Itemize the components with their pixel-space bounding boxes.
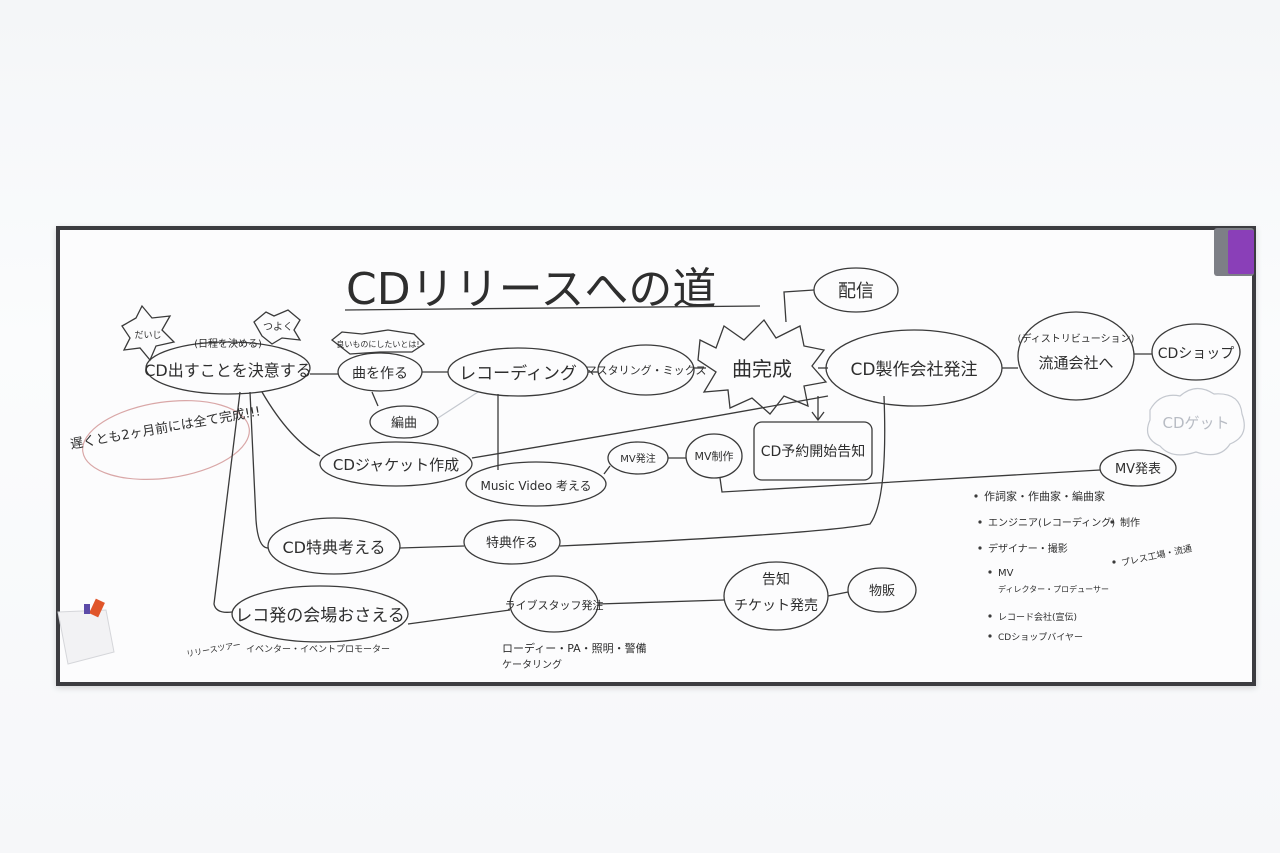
- role-item: MV: [998, 568, 1014, 579]
- node-haishin-label: 配信: [838, 281, 874, 302]
- node-decide-label: CD出すことを決意する: [144, 361, 312, 380]
- node-mv-make: [685, 433, 743, 479]
- node-tokuten: [267, 517, 401, 575]
- node-mv-release-label: MV発表: [1115, 462, 1161, 477]
- node-distribution-label: (ディストリビューション): [1018, 332, 1135, 345]
- node-kansei-label: 曲完成: [732, 357, 792, 381]
- marker-holder-icon: [57, 598, 115, 665]
- node-yoyaku: [753, 421, 873, 481]
- node-jacket: [319, 441, 473, 487]
- role-item: デザイナー・撮影: [988, 542, 1068, 555]
- role-item: 作詞家・作曲家・編曲家: [984, 489, 1105, 503]
- node-tokuten-label: CD特典考える: [282, 538, 385, 557]
- node-tokuten-make-label: 特典作る: [486, 536, 538, 551]
- node-mv-think: [465, 461, 607, 507]
- role-item: ディレクター・プロデューサー: [998, 584, 1109, 594]
- node-shop: [1151, 323, 1241, 381]
- node-mastering: [597, 344, 695, 396]
- node-henkyoku: [369, 405, 439, 439]
- node-bussan: [847, 567, 917, 613]
- node-bussan-label: 物販: [869, 584, 895, 599]
- node-deadline: [82, 399, 250, 481]
- node-venue-sub: イベンター・イベントプロモーター: [246, 644, 390, 655]
- release-side-label: リリースツアー: [186, 640, 242, 658]
- staff-list: ローディー・PA・照明・警備: [502, 641, 647, 655]
- burst-tsuyoku-label: つよく: [263, 321, 293, 333]
- node-kansei: [697, 318, 828, 415]
- node-live-staff-label: ライブスタッフ発注: [505, 598, 604, 612]
- node-mv-make-label: MV制作: [694, 450, 733, 463]
- node-henkyoku-label: 編曲: [391, 415, 417, 431]
- node-get: [1147, 387, 1245, 456]
- node-mv-think-label: Music Video 考える: [480, 479, 591, 493]
- node-yoyaku-label: CD予約開始告知: [761, 443, 866, 460]
- roles-list: 作詞家・作曲家・編曲家 エンジニア(レコーディング) デザイナー・撮影 MV デ…: [974, 489, 1193, 643]
- node-venue: [231, 585, 409, 643]
- catering-label: ケータリング: [502, 658, 562, 671]
- node-kyoku-note: 良いものにしたいとは!: [336, 339, 419, 349]
- role-item: エンジニア(レコーディング): [988, 516, 1115, 529]
- node-mv-release: [1099, 449, 1177, 487]
- node-venue-label: レコ発の会場おさえる: [235, 606, 405, 626]
- node-decide: [145, 341, 311, 395]
- node-jacket-label: CDジャケット作成: [333, 456, 459, 474]
- burst-daiji-label: だいじ: [134, 330, 161, 341]
- node-recording-label: レコーディング: [459, 363, 577, 384]
- role-item: プレス工場・流通: [1120, 542, 1193, 569]
- role-item: CDショップバイヤー: [998, 632, 1083, 643]
- node-get-label: CDゲット: [1162, 414, 1229, 432]
- node-ryutsu: [1017, 311, 1135, 401]
- whiteboard: [56, 226, 1256, 686]
- node-deadline-label-1: 遅くとも2ヶ月前には全て完成!!!: [69, 403, 262, 452]
- node-mastering-label: マスタリング・ミックス: [586, 363, 707, 377]
- node-nittei-label: (日程を決める): [194, 338, 262, 350]
- node-kyoku-label: 曲を作る: [352, 366, 408, 382]
- node-seisaku-label: CD製作会社発注: [851, 360, 978, 380]
- node-shop-label: CDショップ: [1158, 346, 1235, 362]
- role-item: レコード会社(宣伝): [998, 611, 1077, 623]
- node-mv-order-label: MV発注: [620, 452, 655, 465]
- node-ryutsu-label: 流通会社へ: [1038, 354, 1113, 372]
- node-ticket-label: チケット発売: [734, 598, 818, 614]
- role-item: 制作: [1120, 516, 1140, 529]
- node-kokuchi-label: 告知: [762, 571, 790, 588]
- eraser-icon: [1214, 228, 1254, 276]
- node-tokuten-make: [463, 519, 561, 565]
